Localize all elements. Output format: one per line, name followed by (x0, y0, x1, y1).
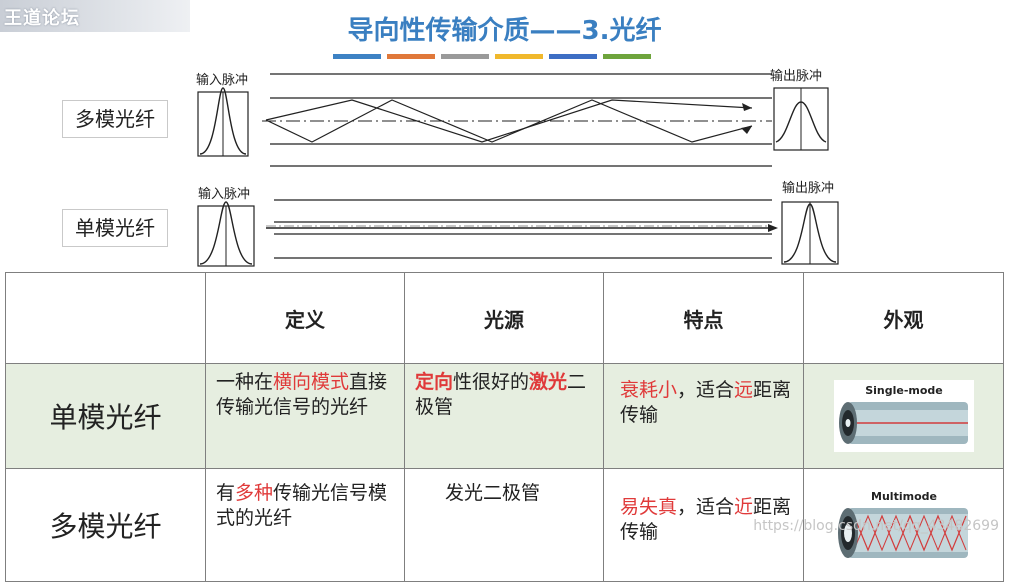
text-segment: 横向模式 (273, 371, 350, 393)
text-segment: 易失真 (620, 496, 678, 518)
singlemode-input-label: 输入脉冲 (198, 186, 250, 202)
text-segment: 衰耗小 (620, 379, 678, 401)
header-cell (5, 272, 206, 364)
text-segment: 距离传输 (620, 496, 792, 543)
source-cell: 定向性很好的激光二极管 (404, 363, 604, 469)
multimode-diagram: 输入脉冲 输出脉冲 (192, 68, 842, 168)
singlemode-output-label: 输出脉冲 (782, 180, 834, 196)
singlemode-cable-image: Single-mode (833, 380, 974, 452)
table-header-row: 定义 光源 特点 外观 (5, 272, 1004, 364)
singlemode-input-pulse (199, 201, 253, 265)
brand-banner: 王道论坛 (0, 0, 190, 32)
text-segment: 定向 (415, 371, 454, 393)
singlemode-caption: Single-mode (865, 384, 943, 397)
singlemode-fiber-svg: 输入脉冲 输出脉冲 (197, 180, 839, 267)
multimode-caption: Multimode (871, 490, 937, 503)
multimode-ray-1 (265, 99, 753, 143)
header-cell-source: 光源 (404, 272, 604, 364)
text-segment: 一种在 (216, 371, 274, 393)
text-segment: 发光二极管 (445, 482, 541, 504)
accent-bar (603, 54, 651, 59)
accent-bar (441, 54, 489, 59)
page-title: 导向性传输介质——3.光纤 (347, 16, 662, 46)
accent-bars (333, 54, 651, 59)
table-row: 单模光纤 一种在横向模式直接传输光信号的光纤 定向性很好的激光二极管 衰耗小，适… (5, 363, 1004, 469)
fiber-comparison-table: 定义 光源 特点 外观 单模光纤 一种在横向模式直接传输光信号的光纤 定向性很好… (5, 272, 1004, 582)
multimode-label: 多模光纤 (62, 100, 168, 138)
singlemode-label: 单模光纤 (62, 209, 168, 247)
source-cell: 发光二极管 (404, 468, 604, 582)
watermark: https://blog.csdn.net/qq_43482699 (753, 518, 999, 534)
header-cell-definition: 定义 (205, 272, 405, 364)
definition-cell: 有多种传输光信号模式的光纤 (205, 468, 405, 582)
accent-bar (549, 54, 597, 59)
appearance-cell: Single-mode (803, 363, 1004, 469)
multimode-output-label: 输出脉冲 (770, 68, 822, 84)
text-segment: 多种 (235, 482, 274, 504)
text-segment: 距离传输 (620, 379, 792, 426)
row-name: 单模光纤 (5, 363, 206, 469)
accent-bar (387, 54, 435, 59)
accent-bar (495, 54, 543, 59)
text-segment: 性很好的 (453, 371, 530, 393)
text-segment: 远 (734, 379, 754, 401)
multimode-input-label: 输入脉冲 (196, 72, 248, 88)
text-segment: 二极管 (415, 371, 587, 418)
text-segment: 传输光信号模式的光纤 (216, 482, 388, 529)
singlemode-diagram: 输入脉冲 输出脉冲 (192, 178, 842, 270)
text-segment: 近 (734, 496, 754, 518)
brand-name: 王道论坛 (4, 8, 80, 29)
definition-cell: 一种在横向模式直接传输光信号的光纤 (205, 363, 405, 469)
multimode-input-pulse (199, 87, 247, 155)
header-cell-feature: 特点 (603, 272, 804, 364)
accent-bar (333, 54, 381, 59)
feature-cell: 衰耗小，适合远距离传输 (603, 363, 804, 469)
multimode-ray-2 (265, 99, 753, 143)
text-segment: 激光 (529, 371, 568, 393)
header-cell-appearance: 外观 (803, 272, 1004, 364)
text-segment: ，适合 (677, 496, 735, 518)
row-name: 多模光纤 (5, 468, 206, 582)
text-segment: 直接传输光信号的光纤 (216, 371, 388, 418)
text-segment: 有 (216, 482, 236, 504)
text-segment: ，适合 (677, 379, 735, 401)
multimode-fiber-svg: 输入脉冲 输出脉冲 (196, 68, 829, 167)
